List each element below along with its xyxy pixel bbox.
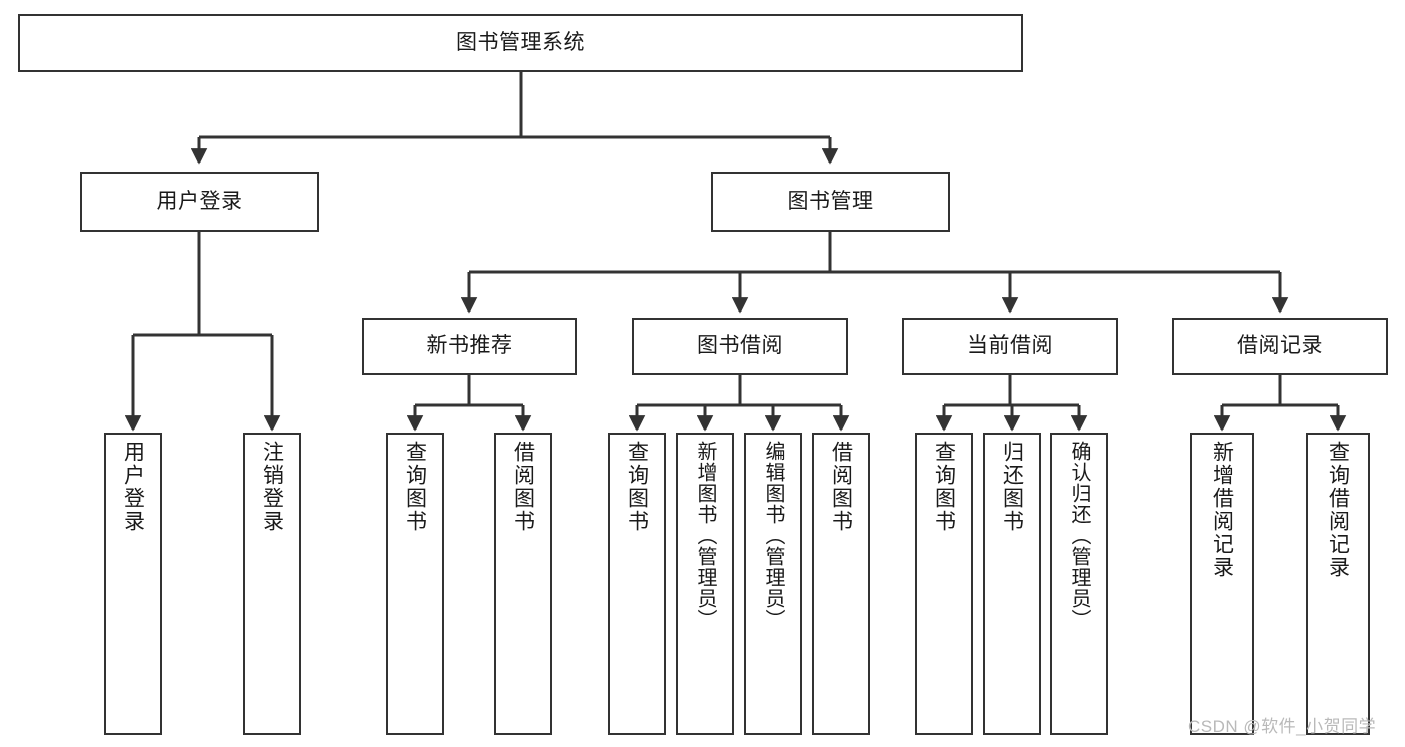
node-leaf-borrow-book-1[interactable]: 借阅图书 [494, 433, 552, 735]
node-leaf-add-record[interactable]: 新增借阅记录 [1190, 433, 1254, 735]
node-user-login-label: 用户登录 [156, 189, 243, 213]
node-borrow-record-label: 借阅记录 [1237, 334, 1323, 358]
node-leaf-add-book[interactable]: 新增图书（管理员） [676, 433, 734, 735]
node-new-book-recommend-label: 新书推荐 [426, 334, 513, 358]
node-leaf-query-book-1-label: 查询图书 [403, 441, 427, 533]
node-root[interactable]: 图书管理系统 [18, 14, 1023, 72]
node-leaf-borrow-book-2-label: 借阅图书 [829, 441, 853, 533]
node-leaf-query-record-label: 查询借阅记录 [1326, 441, 1350, 579]
node-leaf-query-book-3[interactable]: 查询图书 [915, 433, 973, 735]
node-leaf-edit-book-label: 编辑图书（管理员） [762, 441, 784, 630]
node-leaf-borrow-book-2[interactable]: 借阅图书 [812, 433, 870, 735]
node-leaf-query-record[interactable]: 查询借阅记录 [1306, 433, 1370, 735]
node-user-login[interactable]: 用户登录 [80, 172, 319, 232]
node-leaf-add-record-label: 新增借阅记录 [1210, 441, 1234, 579]
node-current-borrow[interactable]: 当前借阅 [902, 318, 1118, 375]
node-leaf-borrow-book-1-label: 借阅图书 [511, 441, 535, 533]
node-leaf-edit-book[interactable]: 编辑图书（管理员） [744, 433, 802, 735]
node-leaf-add-book-label: 新增图书（管理员） [694, 441, 716, 630]
node-leaf-return-book[interactable]: 归还图书 [983, 433, 1041, 735]
node-root-label: 图书管理系统 [456, 30, 585, 54]
node-leaf-logout-login-label: 注销登录 [260, 441, 284, 533]
watermark: CSDN @软件_小贺同学 [1188, 717, 1377, 736]
node-leaf-query-book-1[interactable]: 查询图书 [386, 433, 444, 735]
node-new-book-recommend[interactable]: 新书推荐 [362, 318, 577, 375]
node-leaf-query-book-2[interactable]: 查询图书 [608, 433, 666, 735]
node-leaf-query-book-2-label: 查询图书 [625, 441, 649, 533]
node-book-manage-label: 图书管理 [787, 189, 874, 213]
node-leaf-confirm-return[interactable]: 确认归还（管理员） [1050, 433, 1108, 735]
node-book-manage[interactable]: 图书管理 [711, 172, 950, 232]
node-book-borrow-label: 图书借阅 [697, 334, 783, 358]
node-book-borrow[interactable]: 图书借阅 [632, 318, 848, 375]
node-leaf-confirm-return-label: 确认归还（管理员） [1068, 441, 1090, 630]
node-borrow-record[interactable]: 借阅记录 [1172, 318, 1388, 375]
node-leaf-logout-login[interactable]: 注销登录 [243, 433, 301, 735]
node-leaf-user-login[interactable]: 用户登录 [104, 433, 162, 735]
node-leaf-user-login-label: 用户登录 [121, 441, 145, 533]
node-leaf-query-book-3-label: 查询图书 [932, 441, 956, 533]
node-current-borrow-label: 当前借阅 [967, 334, 1053, 358]
node-leaf-return-book-label: 归还图书 [1000, 441, 1024, 533]
